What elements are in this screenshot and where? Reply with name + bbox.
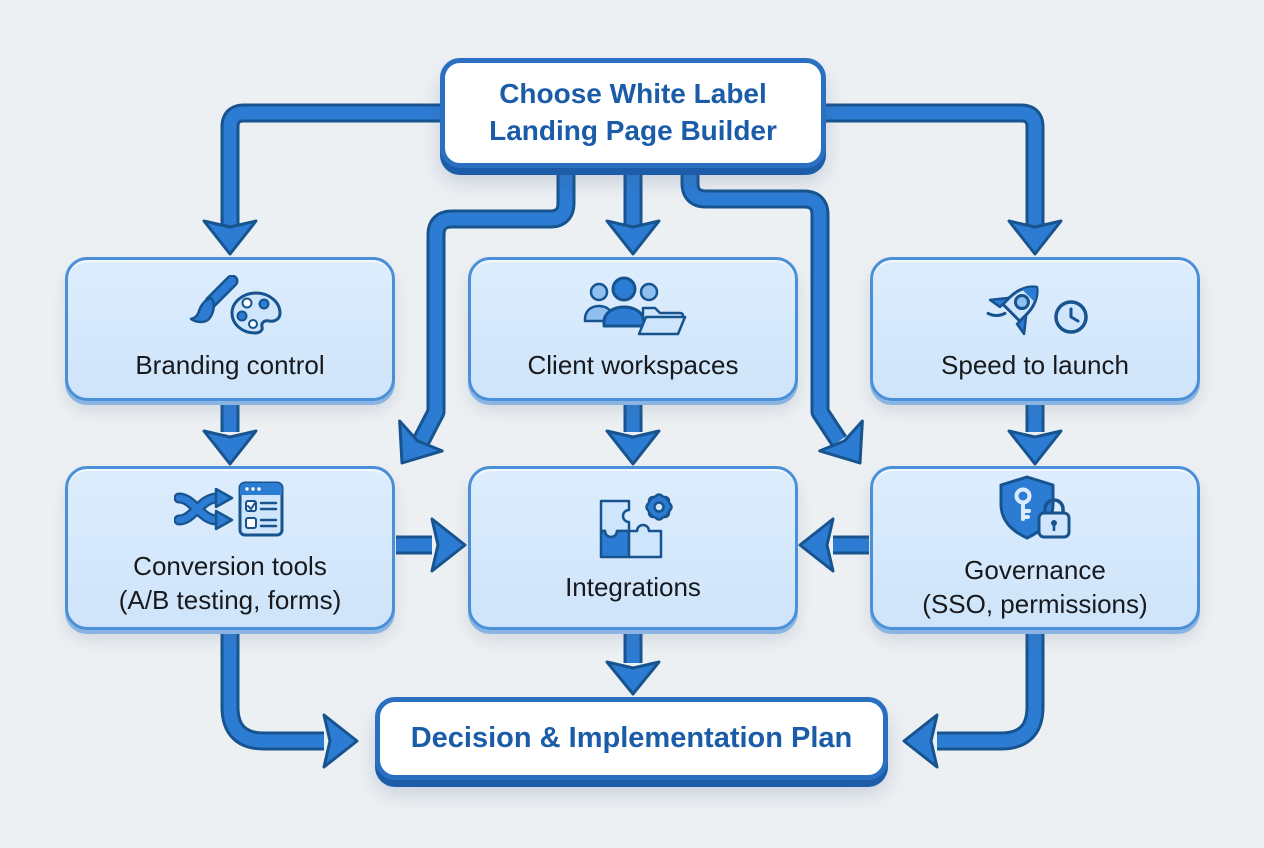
arrow-root-to-conversion — [398, 164, 576, 465]
arrow-branding-to-conversion — [202, 400, 258, 466]
clock-icon — [1054, 300, 1088, 334]
node-speed-to-launch: Speed to launch — [870, 257, 1200, 401]
node-client-workspaces: Client workspaces — [468, 257, 798, 401]
arrow-speed-to-governance — [1007, 400, 1063, 466]
form-checklist-icon — [238, 481, 284, 537]
arrow-root-to-governance — [680, 164, 864, 465]
clients-label: Client workspaces — [527, 350, 739, 381]
integrations-icon-group — [599, 493, 673, 559]
branding-label: Branding control — [135, 350, 325, 381]
node-branding-control: Branding control — [65, 257, 395, 401]
governance-label: Governance — [964, 555, 1106, 586]
branding-icon-group — [189, 275, 282, 335]
node-root: Choose White Label Landing Page Builder — [440, 58, 826, 168]
puzzle-icon — [599, 499, 663, 559]
arrow-conversion-to-decision — [220, 629, 359, 769]
speed-label: Speed to launch — [941, 350, 1129, 381]
arrow-root-to-speed — [825, 103, 1063, 256]
conversion-sublabel: (A/B testing, forms) — [118, 585, 342, 615]
root-title-line2: Landing Page Builder — [489, 115, 777, 146]
paintbrush-icon — [189, 275, 239, 324]
node-integrations: Integrations — [468, 466, 798, 630]
arrow-integrations-to-decision — [605, 629, 661, 696]
node-governance: Governance (SSO, permissions) — [870, 466, 1200, 630]
governance-icon-group — [999, 475, 1071, 540]
rocket-icon — [986, 285, 1039, 336]
arrow-root-to-clients — [605, 164, 661, 256]
gear-icon — [645, 493, 673, 521]
team-icon — [583, 276, 659, 328]
arrow-governance-to-decision — [902, 629, 1045, 769]
palette-icon — [230, 291, 282, 335]
integrations-label: Integrations — [565, 572, 701, 603]
arrow-conversion-to-integrations — [396, 517, 467, 573]
padlock-icon — [1037, 498, 1071, 539]
arrow-root-to-branding — [202, 103, 441, 256]
node-decision: Decision & Implementation Plan — [375, 697, 888, 780]
governance-sublabel: (SSO, permissions) — [922, 589, 1148, 619]
folder-icon — [637, 306, 687, 336]
conversion-icon-group — [174, 481, 284, 537]
node-conversion-tools: Conversion tools (A/B testing, forms) — [65, 466, 395, 630]
decision-label: Decision & Implementation Plan — [410, 722, 853, 755]
arrow-clients-to-integrations — [605, 400, 661, 466]
arrow-governance-to-integrations — [798, 517, 869, 573]
root-title-line1: Choose White Label — [499, 78, 767, 110]
conversion-label: Conversion tools — [133, 551, 327, 582]
speed-icon-group — [986, 285, 1088, 336]
shuffle-icon — [174, 487, 234, 531]
clients-icon-group — [583, 276, 687, 336]
